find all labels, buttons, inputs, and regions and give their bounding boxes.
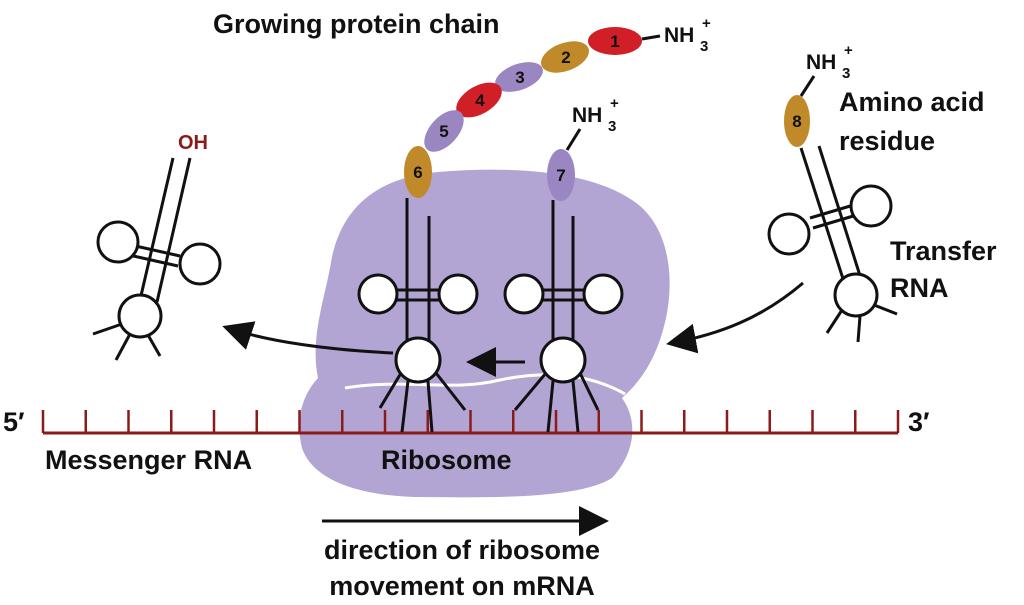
trna-label-line2: RNA <box>890 273 949 303</box>
svg-text:+: + <box>844 42 853 59</box>
amino-acid-label-line1: Amino acid <box>839 87 985 117</box>
svg-text:7: 7 <box>556 166 565 185</box>
trna-label-line1: Transfer <box>890 236 997 266</box>
residue-2: 2 <box>541 41 589 73</box>
direction-label-line1: direction of ribosome <box>324 535 600 565</box>
svg-text:3: 3 <box>608 118 616 135</box>
direction-label-line2: movement on mRNA <box>329 571 595 601</box>
exit-arrow <box>222 321 394 355</box>
svg-text:NH: NH <box>806 51 836 74</box>
residue-4: 4 <box>456 82 502 118</box>
oh-label: OH <box>178 132 208 154</box>
residue-6: 6 <box>404 146 432 198</box>
trna-incoming <box>767 145 898 343</box>
chain-bonds <box>641 34 661 41</box>
five-prime-label: 5′ <box>3 407 25 437</box>
svg-text:3: 3 <box>842 65 850 82</box>
svg-text:+: + <box>610 95 619 112</box>
amino-acid-label-line2: residue <box>839 126 935 156</box>
residue-7: 7 NH 3 + <box>547 95 619 201</box>
svg-text:3: 3 <box>700 38 708 55</box>
three-prime-label: 3′ <box>908 407 930 437</box>
trna-a-site <box>503 200 624 433</box>
entry-arrow <box>666 281 804 354</box>
svg-text:4: 4 <box>475 91 485 110</box>
svg-text:3: 3 <box>515 68 524 87</box>
svg-text:NH: NH <box>572 104 602 127</box>
svg-text:5: 5 <box>439 122 448 141</box>
mrna-label: Messenger RNA <box>45 445 252 475</box>
trna-p-site <box>357 198 479 433</box>
protein-chain-label: Growing protein chain <box>213 9 500 39</box>
svg-text:1: 1 <box>610 32 619 51</box>
residue-1: 1 <box>588 27 642 55</box>
svg-text:8: 8 <box>792 112 801 131</box>
residue-5: 5 <box>424 110 464 152</box>
svg-text:6: 6 <box>413 163 422 182</box>
svg-text:+: + <box>702 15 711 32</box>
trna-exiting <box>92 157 222 361</box>
messenger-rna <box>41 410 900 435</box>
svg-text:2: 2 <box>561 48 570 67</box>
residue-8: 8 NH 3 + <box>784 42 853 147</box>
residue-3: 3 <box>495 62 543 92</box>
ribosome-label: Ribosome <box>381 445 512 475</box>
protein-chain: 1 2 3 4 5 6 <box>404 27 642 198</box>
svg-text:NH: NH <box>664 24 694 47</box>
chain-amine-group: NH 3 + <box>664 15 711 55</box>
